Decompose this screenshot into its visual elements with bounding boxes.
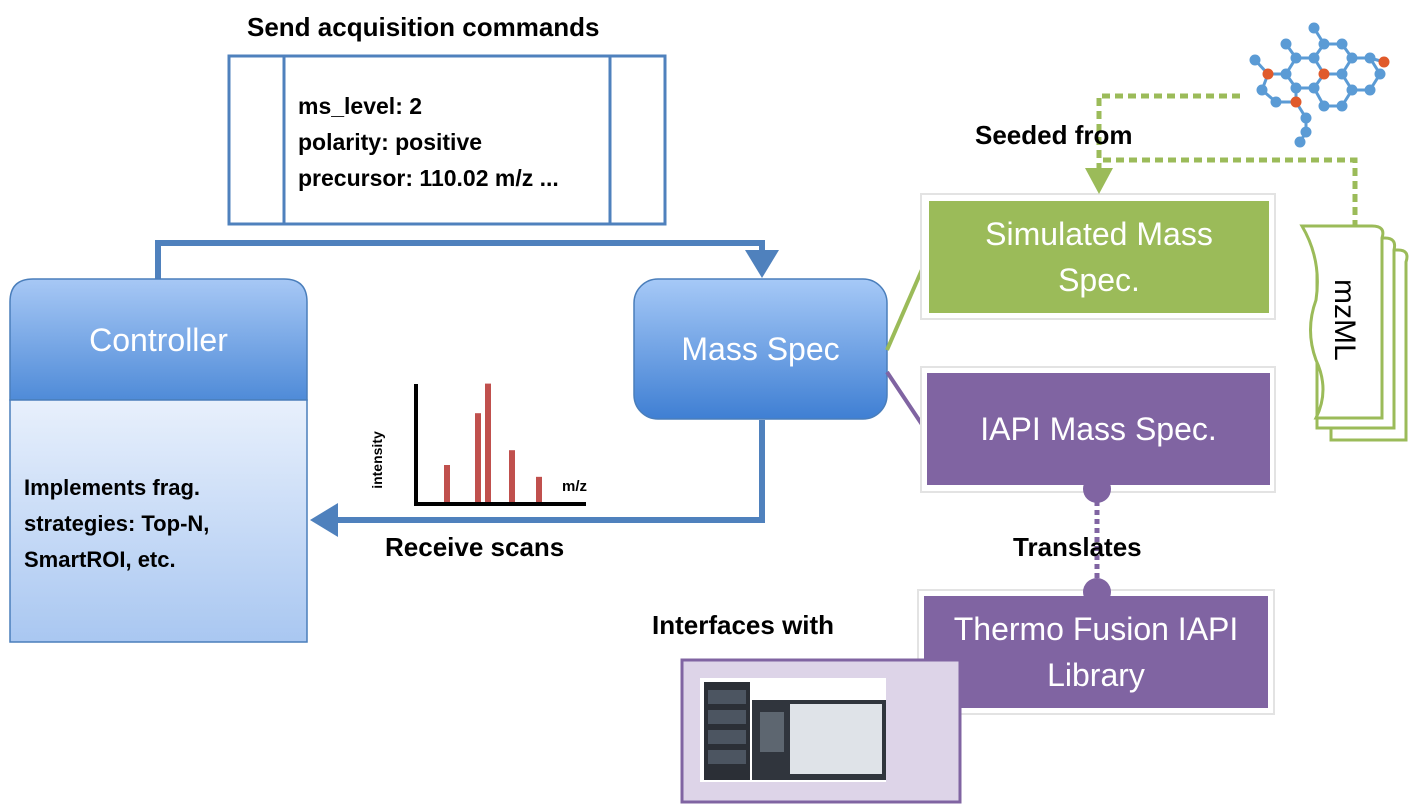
simulated-ms-title: Simulated Mass Spec. — [985, 216, 1213, 298]
mzml-document-icon — [1299, 224, 1409, 442]
thermo-lib-title: Thermo Fusion IAPI Library — [953, 611, 1239, 693]
iapi-ms-title: IAPI Mass Spec. — [980, 411, 1217, 447]
controller-description: Implements frag. strategies: Top-N, Smar… — [24, 475, 210, 572]
command-line-precursor: precursor: 110.02 m/z ... — [298, 165, 559, 191]
receive-scans-label: Receive scans — [385, 532, 565, 562]
mass-spec-title: Mass Spec — [681, 331, 840, 367]
spectrum-peak — [475, 413, 481, 502]
simulated-ms-box — [929, 201, 1269, 313]
command-line-polarity: polarity: positive — [298, 129, 483, 155]
spectrum-xlabel: m/z — [562, 478, 588, 495]
spectrum-peak — [509, 450, 515, 502]
spectrum-ylabel: intensity — [369, 431, 385, 489]
molecule-icon — [1249, 22, 1390, 148]
translates-label: Translates — [1013, 532, 1142, 562]
seeded-from-label: Seeded from — [975, 120, 1133, 150]
page-title: Send acquisition commands — [247, 12, 600, 42]
thermo-lib-box — [924, 596, 1268, 708]
instrument-photo — [680, 658, 962, 804]
interfaces-with-label: Interfaces with — [652, 610, 835, 640]
translates-connector — [1083, 475, 1111, 606]
command-line-ms-level: ms_level: 2 — [298, 93, 423, 119]
iapi-ms-box — [927, 373, 1270, 485]
command-box-frame — [227, 54, 667, 226]
send-commands-arrow — [155, 240, 779, 280]
seeded-from-connector — [1085, 93, 1358, 228]
spectrum-peak — [444, 465, 450, 502]
spectrum-peak — [536, 476, 542, 502]
spectrum-plot — [414, 383, 586, 506]
controller-box — [9, 278, 308, 643]
mzml-label: mzML — [1328, 279, 1361, 361]
controller-title: Controller — [89, 321, 228, 358]
spectrum-peak — [485, 383, 491, 502]
receive-scans-arrow — [310, 420, 765, 537]
